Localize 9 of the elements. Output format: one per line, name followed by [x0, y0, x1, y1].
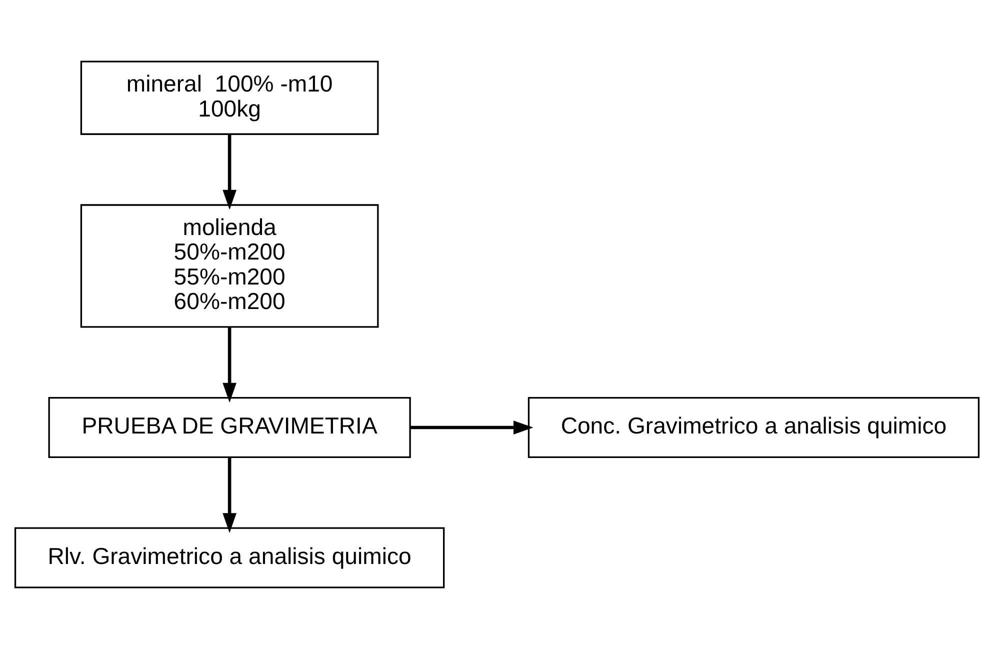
node-box: PRUEBA DE GRAVIMETRIA [48, 396, 411, 458]
arrow [410, 420, 534, 434]
node-box: molienda 50%-m200 55%-m200 60%-m200 [80, 204, 379, 328]
node-box: Conc. Gravimetrico a analisis quimico [528, 396, 980, 458]
arrow [222, 456, 236, 532]
node-box: mineral 100% -m10 100kg [80, 60, 379, 134]
node-box: Rlv. Gravimetrico a analisis quimico [14, 526, 445, 588]
arrow [222, 134, 236, 210]
arrow [222, 326, 236, 402]
